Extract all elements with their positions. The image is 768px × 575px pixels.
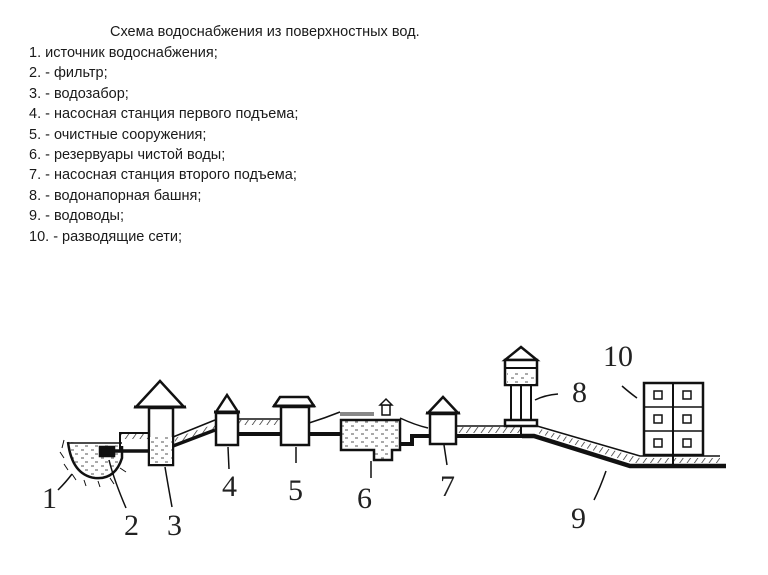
callout-10: 10 [603,340,633,373]
legend-number: 9. [29,208,42,225]
legend-item: 2. - фильтр; [29,63,298,83]
water-source [59,439,127,488]
legend-item: 4. - насосная станция первого подъема; [29,104,298,124]
callout-2: 2 [124,509,139,542]
legend-number: 3. [29,85,42,102]
legend-list: 1. источник водоснабжения; 2. - фильтр; … [29,43,298,247]
filter-block [98,445,116,458]
water-main-conduit [522,433,726,469]
legend-text: - водонапорная башня; [45,187,202,204]
legend-number: 7. [29,167,42,184]
legend-text: - водозабор; [45,85,129,102]
diagram-title: Схема водоснабжения из поверхностных вод… [110,24,420,40]
leader-lines [57,385,638,509]
legend-number: 8. [29,187,42,204]
water-tower [501,345,541,435]
legend-text: - очистные сооружения; [45,126,207,143]
pump-station-1 [213,392,241,447]
legend-item: 6. - резервуары чистой воды; [29,145,298,165]
callout-9: 9 [571,502,586,535]
callout-8: 8 [572,376,587,409]
callout-5: 5 [288,474,303,507]
legend-number: 1. [29,45,42,61]
legend-text: - фильтр; [45,65,108,82]
callout-3: 3 [167,509,182,542]
legend-text: - водоводы; [45,208,124,225]
legend-text: - насосная станция первого подъема; [45,106,299,123]
legend-item: 9. - водоводы; [29,206,298,226]
legend-text: - резервуары чистой воды; [45,147,226,164]
legend-text: - разводящие сети; [53,228,182,245]
legend-number: 4. [29,106,42,123]
legend-item: 5. - очистные сооружения; [29,125,298,145]
legend-item: 1. источник водоснабжения; [29,43,298,63]
callout-4: 4 [222,470,237,503]
legend-text: - насосная станция второго подъема; [45,167,297,184]
pump-station-2 [425,395,461,446]
legend-item: 3. - водозабор; [29,84,298,104]
distribution-building [642,381,705,466]
legend-number: 5. [29,126,42,143]
callout-1: 1 [42,482,57,515]
legend-text: источник водоснабжения; [45,45,218,61]
legend-number: 10. [29,228,50,245]
callout-6: 6 [357,482,372,515]
clean-water-reservoir [339,397,402,462]
legend-number: 6. [29,147,42,164]
legend-item: 10. - разводящие сети; [29,227,298,247]
treatment-facility [271,395,317,447]
legend-number: 2. [29,65,42,82]
callout-7: 7 [440,470,455,503]
water-intake [133,379,187,467]
legend-item: 8. - водонапорная башня; [29,186,298,206]
legend-item: 7. - насосная станция второго подъема; [29,165,298,185]
